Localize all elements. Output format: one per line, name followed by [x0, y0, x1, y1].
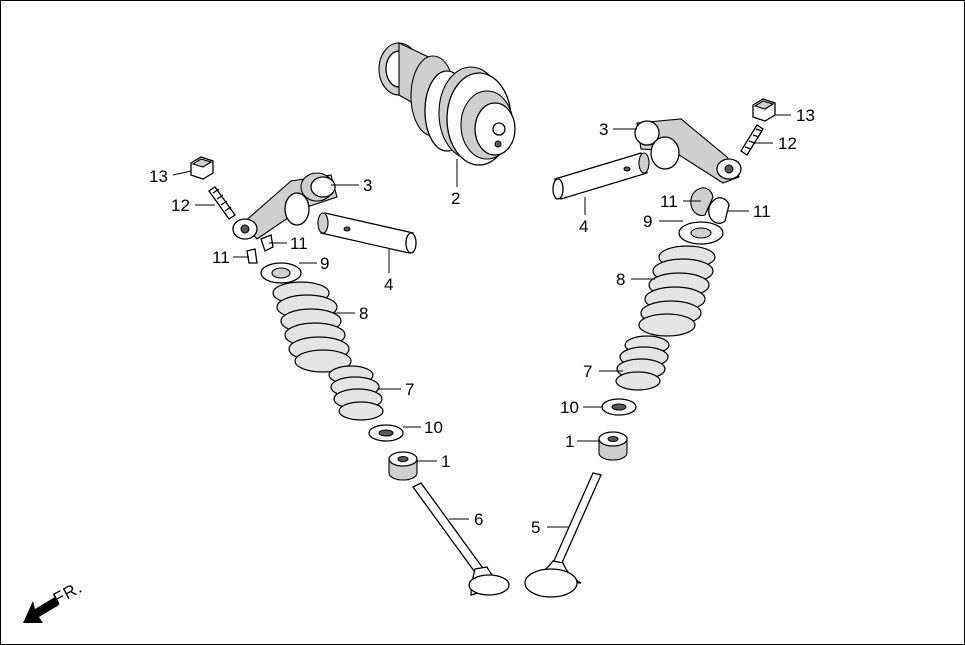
- spring-retainer-right: [678, 221, 724, 245]
- adjusting-nut-left: [190, 156, 214, 180]
- adjusting-screw-left: [208, 186, 236, 220]
- callout-3-left: 3: [363, 176, 372, 195]
- valve-cotters-right: [690, 187, 730, 224]
- front-direction-label: FR.: [50, 577, 86, 608]
- callout-9-right: 9: [643, 212, 652, 231]
- callout-8-left: 8: [359, 304, 368, 323]
- callout-labels: 2 3 3 4 4 13 13 12 12 11 11 11 11 9 9 8 …: [149, 106, 815, 537]
- callout-1-right: 1: [565, 432, 574, 451]
- stem-seal-left: [388, 451, 418, 481]
- callout-10-left: 10: [424, 418, 443, 437]
- rocker-shaft-left: [317, 212, 417, 254]
- rocker-shaft-right: [552, 152, 650, 200]
- callout-13-left: 13: [149, 167, 168, 186]
- inner-spring-left: [328, 365, 384, 421]
- callout-11-right-a: 11: [660, 192, 678, 211]
- callout-12-right: 12: [778, 134, 797, 153]
- exhaust-valve: [412, 482, 510, 596]
- callout-10-right: 10: [560, 398, 579, 417]
- rocker-arm-left: [232, 172, 338, 240]
- callout-7-left: 7: [405, 380, 414, 399]
- callout-11-left-b: 11: [212, 248, 230, 267]
- rocker-arm-right: [634, 118, 742, 184]
- front-direction-arrow-icon: [23, 597, 59, 623]
- callout-9-left: 9: [320, 254, 329, 273]
- callout-2: 2: [451, 189, 460, 208]
- adjusting-nut-right: [752, 98, 776, 122]
- inner-spring-right: [615, 335, 670, 391]
- spring-retainer-left: [260, 262, 302, 284]
- spring-seat-right: [601, 398, 637, 416]
- stem-seal-right: [598, 431, 628, 461]
- callout-4-left: 4: [384, 275, 393, 294]
- callout-7-right: 7: [583, 362, 592, 381]
- callout-11-right-b: 11: [753, 202, 771, 221]
- callout-3-right: 3: [599, 120, 608, 139]
- callout-5: 5: [531, 518, 540, 537]
- valve-cotters-left: [246, 234, 274, 264]
- adjusting-screw-right: [740, 124, 764, 156]
- callout-1-left: 1: [441, 452, 450, 471]
- spring-seat-left: [368, 424, 404, 442]
- callout-11-left-a: 11: [290, 234, 308, 253]
- intake-valve: [524, 472, 602, 598]
- camshaft: [378, 42, 516, 166]
- callout-4-right: 4: [579, 217, 588, 236]
- leader-lines: [172, 114, 791, 528]
- outer-spring-right: [638, 245, 716, 337]
- callout-13-right: 13: [796, 106, 815, 125]
- callout-12-left: 12: [171, 196, 190, 215]
- callout-6: 6: [474, 510, 483, 529]
- callout-8-right: 8: [616, 270, 625, 289]
- outer-spring-left: [272, 281, 352, 373]
